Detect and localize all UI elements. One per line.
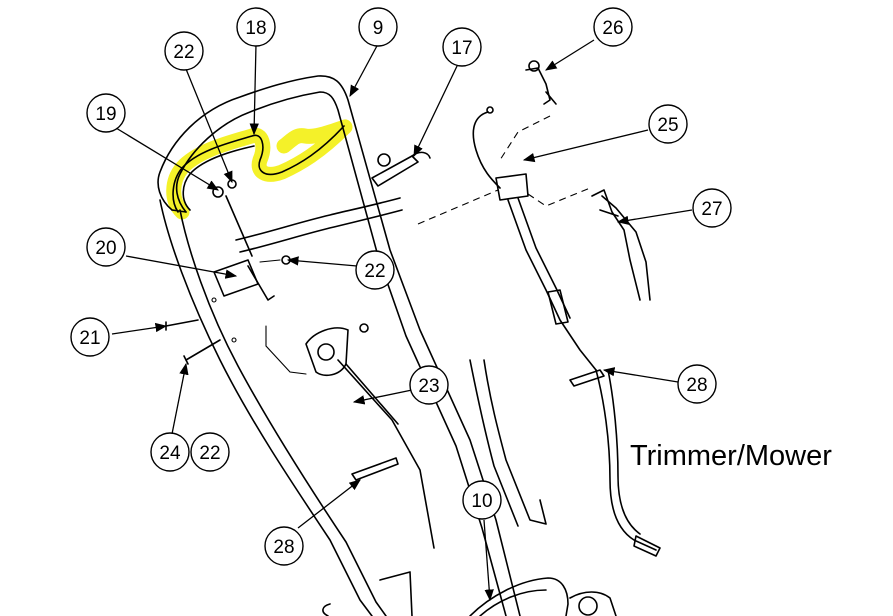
- callout-28-left: 28: [264, 526, 304, 566]
- wiring: [417, 60, 661, 557]
- cable-clip-lower: [351, 457, 399, 481]
- callout-19: 19: [86, 93, 126, 133]
- svg-text:22: 22: [173, 42, 194, 63]
- callout-17: 17: [442, 27, 482, 67]
- callout-9: 9: [358, 7, 398, 47]
- callout-10: 10: [462, 480, 502, 520]
- callout-28-right: 28: [677, 364, 717, 404]
- svg-text:28: 28: [686, 375, 707, 396]
- callout-24: 24: [150, 432, 190, 472]
- callouts: 9 10 17 18 19 20 21 22: [70, 7, 732, 566]
- svg-text:21: 21: [79, 328, 100, 349]
- latch-assembly: [213, 195, 291, 301]
- leader-lines: [111, 39, 693, 602]
- svg-text:25: 25: [657, 115, 678, 136]
- svg-text:17: 17: [451, 38, 472, 59]
- throttle-control: [265, 323, 435, 549]
- callout-20: 20: [86, 227, 126, 267]
- svg-text:26: 26: [602, 18, 623, 39]
- svg-text:23: 23: [418, 376, 439, 397]
- callout-26: 26: [593, 7, 633, 47]
- callout-23: 23: [409, 365, 449, 405]
- svg-text:10: 10: [471, 491, 492, 512]
- callout-27: 27: [692, 188, 732, 228]
- callout-22-bottom: 22: [190, 432, 230, 472]
- svg-text:27: 27: [701, 199, 722, 220]
- caption-label: Trimmer/Mower: [630, 440, 832, 472]
- svg-text:24: 24: [159, 443, 181, 464]
- bolts: [165, 297, 237, 365]
- svg-text:9: 9: [373, 18, 384, 39]
- svg-text:28: 28: [273, 537, 294, 558]
- callout-18: 18: [236, 7, 276, 47]
- svg-text:22: 22: [364, 261, 385, 282]
- callout-21: 21: [70, 317, 110, 357]
- svg-text:22: 22: [199, 443, 220, 464]
- svg-text:20: 20: [95, 238, 116, 259]
- handle-bracket: [371, 151, 431, 187]
- callout-22-top: 22: [164, 31, 204, 71]
- callout-25: 25: [648, 104, 688, 144]
- svg-text:19: 19: [95, 104, 116, 125]
- upper-handle: [157, 75, 617, 616]
- callout-22-mid: 22: [355, 250, 395, 290]
- svg-text:18: 18: [245, 18, 266, 39]
